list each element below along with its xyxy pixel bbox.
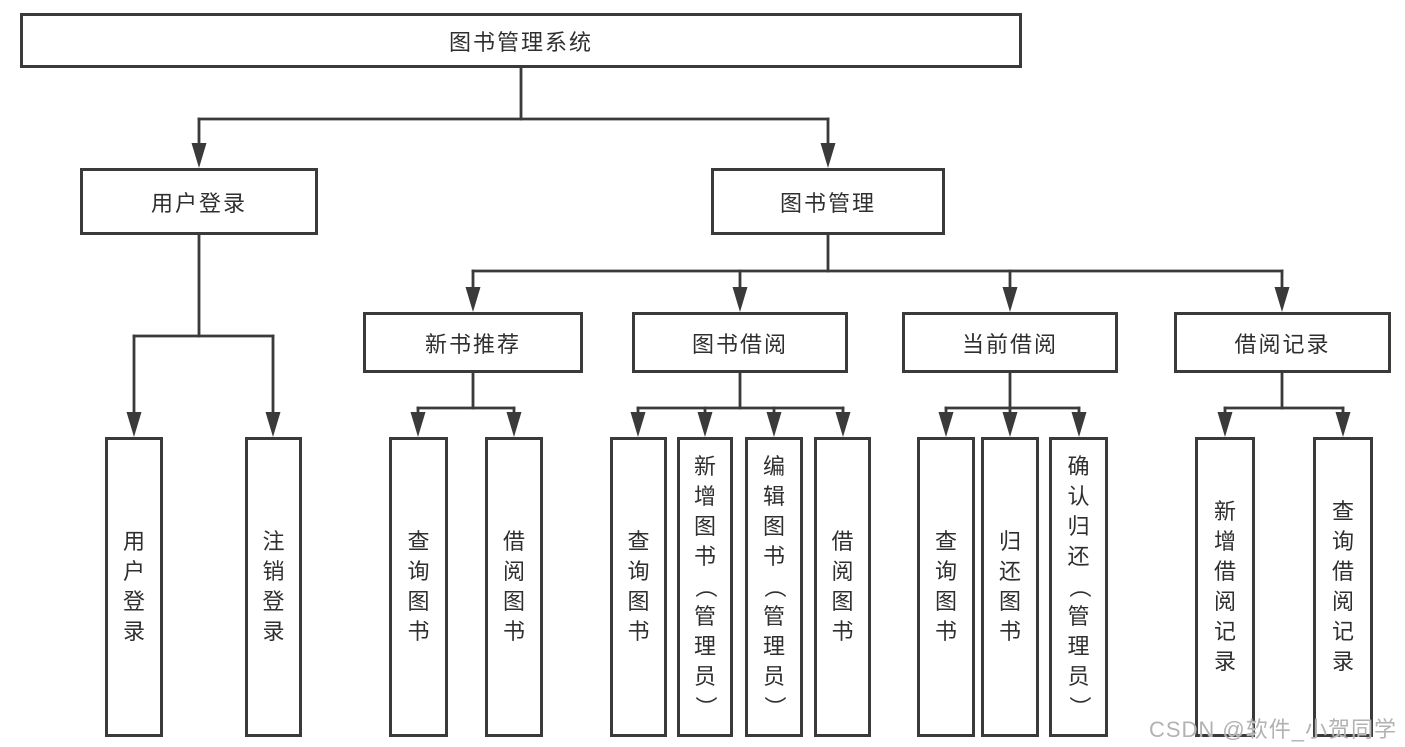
leaf-borrow-book-1-label: 借阅图书	[502, 529, 525, 644]
leaf-user-login-label: 用户登录	[122, 529, 145, 644]
leaf-query-book-1-label: 查询图书	[407, 529, 430, 644]
node-book-borrow-label: 图书借阅	[691, 331, 788, 357]
node-book-management-label: 图书管理	[779, 190, 876, 216]
leaf-query-borrow-record: 查询借阅记录	[1313, 437, 1373, 737]
leaf-query-book-2: 查询图书	[610, 437, 667, 737]
node-new-book-recommend: 新书推荐	[363, 312, 583, 373]
leaf-add-borrow-record: 新增借阅记录	[1195, 437, 1255, 737]
watermark: CSDN @软件_小贺同学	[1148, 717, 1397, 742]
leaf-add-borrow-record-label: 新增借阅记录	[1213, 499, 1236, 674]
leaf-borrow-book-2: 借阅图书	[814, 437, 871, 737]
leaf-return-book: 归还图书	[981, 437, 1039, 737]
leaf-borrow-book-1: 借阅图书	[485, 437, 543, 737]
leaf-logout-login-label: 注销登录	[262, 529, 285, 644]
node-borrow-record-label: 借阅记录	[1234, 331, 1331, 357]
node-book-management: 图书管理	[711, 168, 945, 235]
leaf-confirm-return-admin: 确认归还（管理员）	[1049, 437, 1108, 737]
leaf-edit-book-admin: 编辑图书（管理员）	[745, 437, 803, 737]
node-current-borrow-label: 当前借阅	[961, 331, 1058, 357]
leaf-add-book-admin: 新增图书（管理员）	[677, 437, 733, 737]
node-current-borrow: 当前借阅	[902, 312, 1118, 373]
node-borrow-record: 借阅记录	[1174, 312, 1391, 373]
leaf-query-book-3: 查询图书	[917, 437, 975, 737]
node-user-login: 用户登录	[80, 168, 318, 235]
leaf-add-book-admin-label: 新增图书（管理员）	[693, 454, 718, 718]
leaf-logout-login: 注销登录	[245, 437, 302, 737]
leaf-confirm-return-admin-label: 确认归还（管理员）	[1066, 454, 1092, 718]
leaf-query-book-2-label: 查询图书	[627, 529, 650, 644]
node-new-book-recommend-label: 新书推荐	[424, 331, 521, 357]
node-book-borrow: 图书借阅	[632, 312, 848, 373]
leaf-edit-book-admin-label: 编辑图书（管理员）	[762, 454, 787, 718]
node-root: 图书管理系统	[20, 13, 1022, 68]
leaf-user-login: 用户登录	[105, 437, 163, 737]
node-root-label: 图书管理系统	[448, 29, 593, 55]
leaf-return-book-label: 归还图书	[998, 529, 1021, 644]
leaf-query-borrow-record-label: 查询借阅记录	[1331, 499, 1354, 674]
leaf-query-book-3-label: 查询图书	[934, 529, 957, 644]
leaf-borrow-book-2-label: 借阅图书	[831, 529, 854, 644]
leaf-query-book-1: 查询图书	[389, 437, 448, 737]
node-user-login-label: 用户登录	[150, 190, 247, 216]
